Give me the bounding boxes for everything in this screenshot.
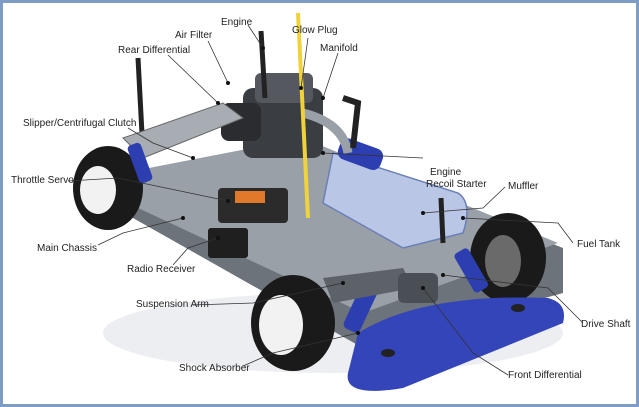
chassis-top-shape [123,138,558,313]
fuel-tank-shape [322,152,468,249]
label-fuel-tank: Fuel Tank [577,239,621,250]
label-shock-absorber: Shock Absorber [179,363,250,374]
label-engine: Engine [221,17,253,28]
leader-engine [247,24,264,49]
leader-air-filter [207,40,229,84]
leader-lines [67,24,584,376]
label-recoil-starter: Engine Recoil Starter [426,167,487,191]
rear-body-post-right [258,30,268,99]
front-body-post [438,197,446,244]
front-left-rim [259,295,303,355]
label-suspension-arm: Suspension Arm [136,299,209,310]
label-glow-plug: Glow Plug [292,25,338,36]
leader-recoil-starter [322,152,424,159]
rear-shock-absorber [127,142,153,184]
label-recoil-starter-line2: Recoil Starter [426,179,487,190]
rc-car-illustration [67,12,584,391]
leader-radio-receiver [172,237,219,266]
leader-dots [181,46,465,335]
leader-slipper-clutch [127,127,194,159]
label-drive-shaft: Drive Shaft [581,319,631,330]
label-rear-differential: Rear Differential [118,45,191,56]
label-slipper-clutch: Slipper/Centrifugal Clutch [23,118,137,129]
steering-post [342,95,362,149]
radio-receiver-shape [208,228,248,258]
bumper-hole-left [381,349,395,357]
suspension-arm-shape [323,268,413,303]
label-manifold: Manifold [320,43,358,54]
front-differential-shape [398,273,438,303]
leader-suspension-arm [192,282,344,306]
leader-muffler [422,186,506,214]
manifold-shape [301,108,353,154]
engine-head-shape [255,73,313,103]
front-bumper [347,297,564,391]
leader-front-differential [422,287,509,376]
leader-manifold [322,52,339,99]
rear-left-rim [80,166,116,214]
label-main-chassis: Main Chassis [37,243,98,254]
leader-glow-plug [300,37,309,89]
leader-fuel-tank [462,217,574,244]
label-recoil-starter-line1: Engine [430,167,462,178]
label-muffler: Muffler [508,181,539,192]
antenna-shape [296,12,310,219]
leader-main-chassis [97,217,184,246]
label-throttle-servo: Throttle Servo [11,175,74,186]
leader-rear-differential [167,54,219,104]
label-radio-receiver: Radio Receiver [127,264,196,275]
leader-throttle-servo [67,177,229,202]
label-air-filter: Air Filter [175,30,213,41]
leader-drive-shaft [442,274,584,324]
front-right-rim [485,235,521,287]
front-right-shock [454,248,488,293]
servo-label-shape [235,191,265,203]
leader-shock-absorber [242,332,359,367]
label-front-differential: Front Differential [508,370,582,381]
bumper-hole-right [511,304,525,312]
